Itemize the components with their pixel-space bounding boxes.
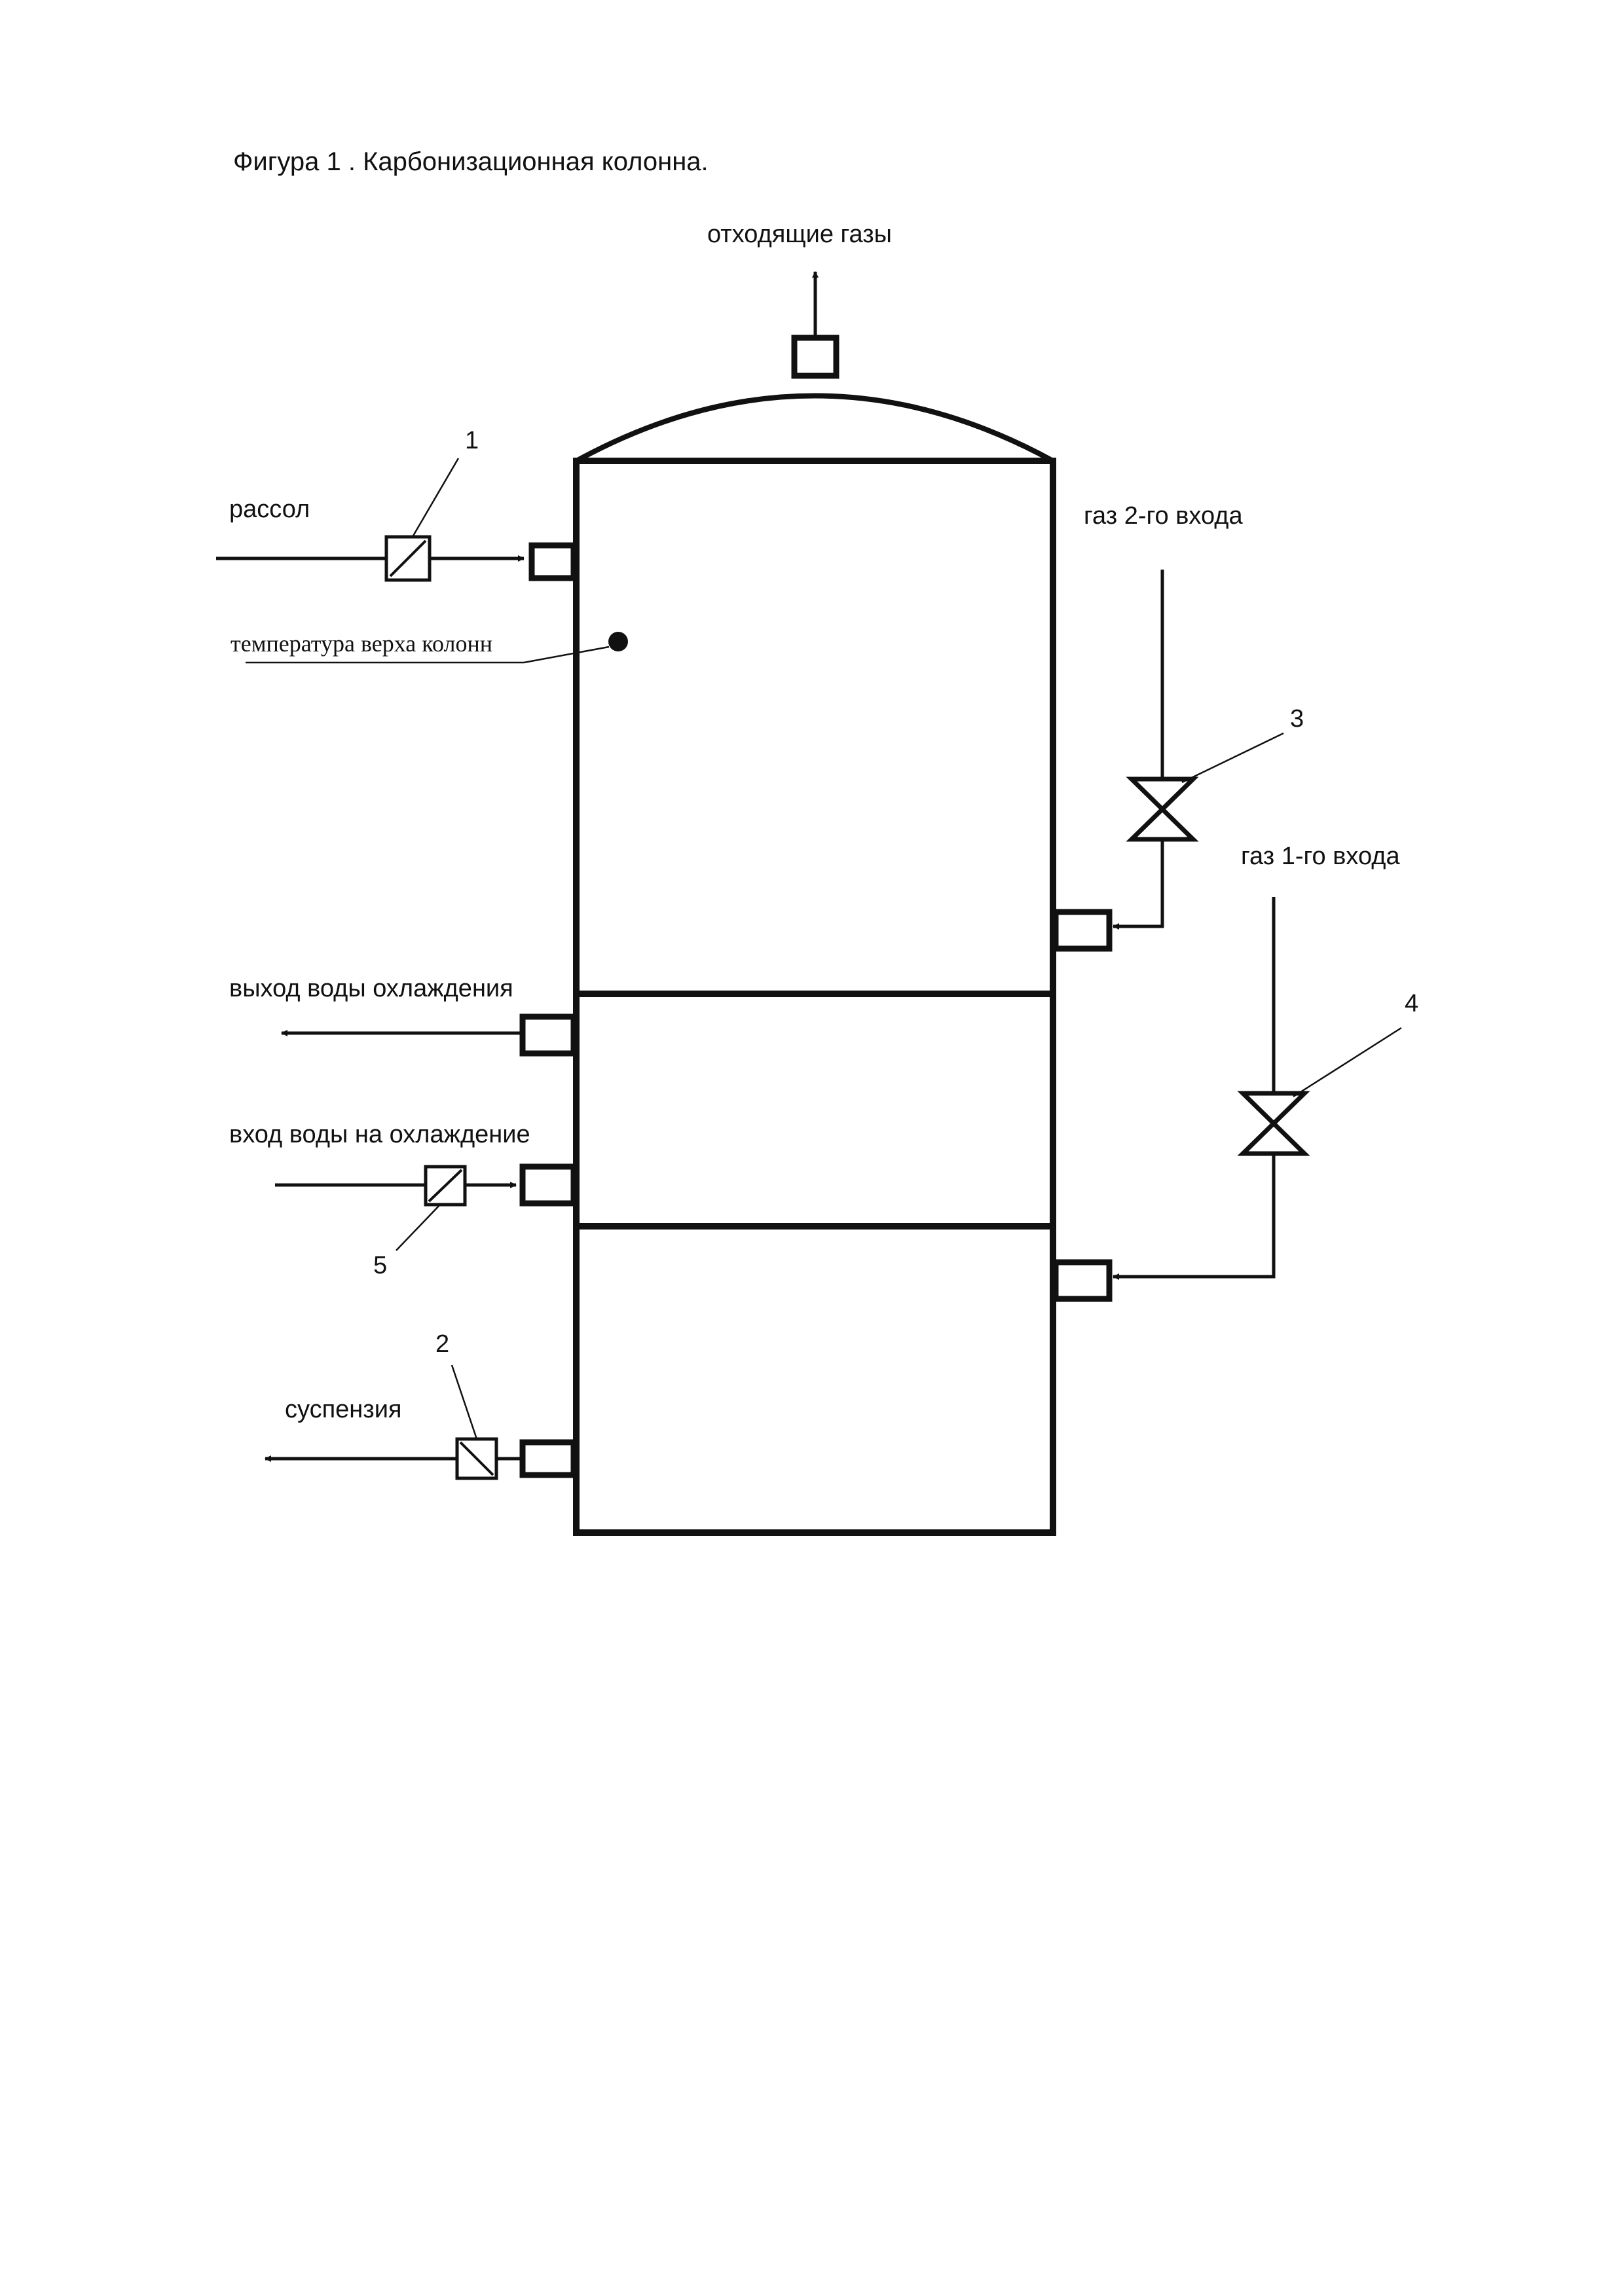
suspension-outlet (265, 1364, 577, 1480)
suspension-flowmeter-diagonal (459, 1441, 494, 1476)
top-nozzle (791, 335, 840, 379)
gas2-line-bottom (1113, 839, 1164, 930)
cooling-in-nozzle (519, 1163, 577, 1207)
gas1-nozzle (1052, 1259, 1113, 1302)
callout-4-leader (1293, 1027, 1402, 1098)
callout-1: 1 (465, 427, 479, 454)
column-dome (575, 393, 1054, 464)
cooling-flowmeter-diagonal (428, 1169, 463, 1203)
cooling-water-out-label: выход воды охлаждения (229, 975, 513, 1002)
off-gas-outlet (791, 271, 840, 379)
figure-title: Фигура 1 . Карбонизационная колонна. (233, 147, 709, 176)
brine-inlet (216, 458, 577, 582)
suspension-nozzle (519, 1439, 577, 1478)
top-temperature-label: температура верха колонн (231, 630, 492, 657)
gas-second-inlet (1052, 570, 1284, 952)
valve-3-icon (1126, 776, 1199, 842)
cooling-water-in-label: вход воды на охлаждение (229, 1121, 530, 1148)
callout-4: 4 (1405, 990, 1418, 1017)
callout-5-leader (396, 1204, 441, 1251)
brine-label: рассол (229, 496, 310, 523)
callout-3-leader (1181, 732, 1284, 784)
callout-2: 2 (435, 1330, 449, 1358)
gas2-nozzle (1052, 909, 1113, 952)
callout-3: 3 (1290, 705, 1304, 733)
temperature-leader (523, 646, 610, 664)
suspension-label: суспензия (285, 1396, 402, 1423)
gas-first-inlet (1052, 897, 1402, 1302)
callout-5: 5 (373, 1252, 387, 1279)
off-gas-label: отходящие газы (707, 221, 892, 248)
valve-4-icon (1237, 1091, 1310, 1156)
cooling-out-nozzle (519, 1013, 577, 1057)
gas1-line-bottom (1113, 1154, 1276, 1280)
brine-flowmeter-diagonal (389, 539, 427, 577)
brine-nozzle (528, 542, 577, 581)
callout-2-leader (451, 1364, 478, 1440)
column (573, 393, 1056, 1536)
cooling-water-inlet (275, 1163, 577, 1251)
temperature-sensor-dot (608, 632, 628, 651)
top-temperature-sensor (246, 632, 628, 664)
cooling-water-outlet (281, 1013, 577, 1057)
gas-second-inlet-label: газ 2-го входа (1084, 502, 1243, 530)
callout-1-leader (411, 458, 460, 538)
gas-first-inlet-label: газ 1-го входа (1241, 843, 1400, 870)
